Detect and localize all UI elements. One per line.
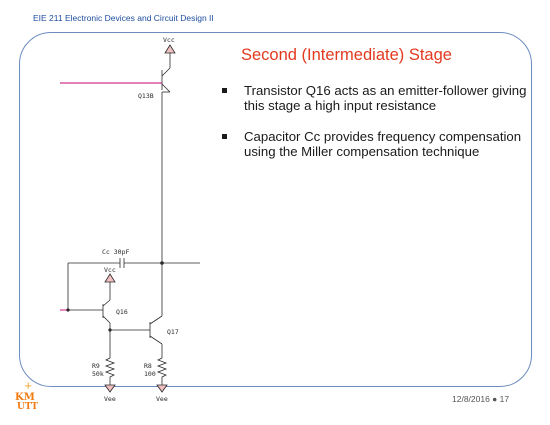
- vee-right-label: Vee: [156, 395, 168, 403]
- svg-text:UTT: UTT: [17, 402, 38, 410]
- vee-left-label: Vee: [104, 395, 116, 403]
- vcc-mid-label: Vcc: [104, 266, 116, 274]
- bullet-square-icon: [222, 134, 227, 139]
- bullet-text: Capacitor Cc provides frequency compensa…: [244, 129, 522, 159]
- q13b-label: Q13B: [138, 92, 154, 100]
- bullet-square-icon: [222, 88, 227, 93]
- q16-label: Q16: [116, 308, 128, 316]
- r8-name: R8: [144, 362, 152, 370]
- slide-frame: [19, 32, 532, 387]
- slide-title: Second (Intermediate) Stage: [241, 46, 452, 64]
- q17-label: Q17: [167, 328, 179, 336]
- svg-text:KM: KM: [15, 392, 35, 403]
- bullet-list: Transistor Q16 acts as an emitter-follow…: [222, 83, 527, 175]
- r8-value: 100: [144, 370, 156, 378]
- r9-value: 50k: [92, 370, 104, 378]
- bullet-item: Capacitor Cc provides frequency compensa…: [222, 129, 527, 159]
- bullet-item: Transistor Q16 acts as an emitter-follow…: [222, 83, 527, 113]
- r9-name: R9: [92, 362, 100, 370]
- svg-text:+: +: [24, 381, 32, 392]
- kmutt-logo: + KM UTT: [15, 381, 38, 410]
- cc-label: Cc 30pF: [102, 248, 129, 256]
- course-header: EIE 211 Electronic Devices and Circuit D…: [33, 13, 214, 23]
- date-page-footer: 12/8/2016 ● 17: [452, 394, 510, 404]
- bullet-text: Transistor Q16 acts as an emitter-follow…: [244, 83, 527, 113]
- vcc-top-label: Vcc: [163, 36, 175, 44]
